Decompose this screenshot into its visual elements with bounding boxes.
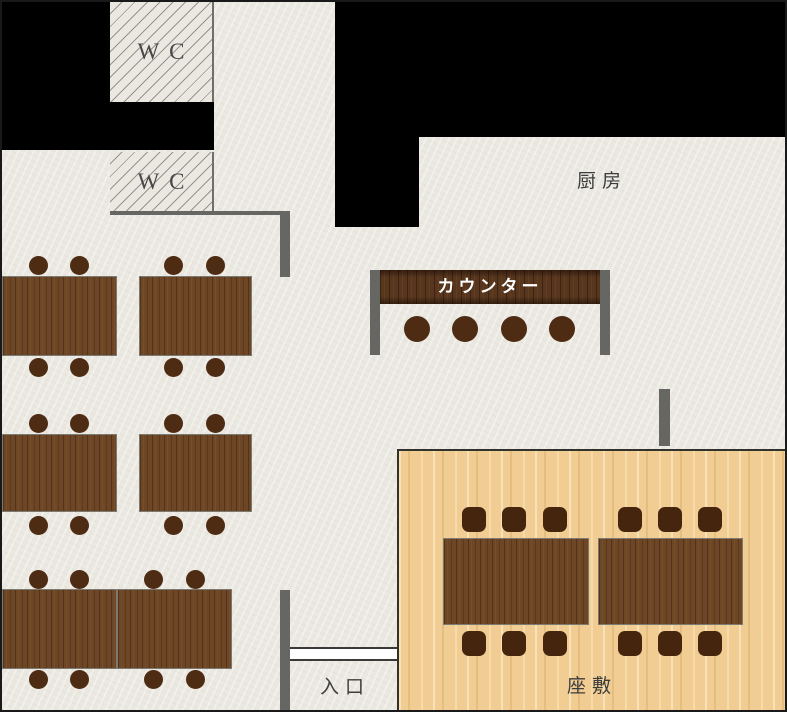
chair [164, 516, 183, 535]
tatami-room-label: 座敷 [566, 676, 617, 697]
chair [70, 256, 89, 275]
cushion [658, 631, 682, 656]
void-top-right [419, 2, 785, 137]
chair [29, 358, 48, 377]
chair [206, 256, 225, 275]
chair [186, 570, 205, 589]
chair [144, 670, 163, 689]
counter-stool [404, 316, 430, 342]
counter-stool [501, 316, 527, 342]
chair [70, 570, 89, 589]
hall-table [2, 434, 117, 512]
chair [144, 570, 163, 589]
counter-post-left [370, 270, 380, 355]
cushion [543, 507, 567, 532]
chair [186, 670, 205, 689]
chair [29, 414, 48, 433]
wc-bottom-label: WC [137, 168, 195, 194]
cushion [543, 631, 567, 656]
chair [29, 570, 48, 589]
hall-table [139, 276, 252, 356]
cushion [698, 631, 722, 656]
wall-vertical-upper [280, 211, 290, 277]
wall-vertical-entrance [280, 590, 290, 710]
wc-room-bottom: WC [110, 152, 214, 211]
chair [29, 256, 48, 275]
counter-bar: カウンター [380, 270, 600, 304]
chair [70, 358, 89, 377]
cushion [502, 631, 526, 656]
chair [206, 414, 225, 433]
chair [164, 256, 183, 275]
chair [164, 414, 183, 433]
chair [70, 670, 89, 689]
void-top-left [2, 2, 110, 150]
wc-top-label: WC [137, 39, 195, 64]
chair [70, 516, 89, 535]
counter-label: カウンター [437, 277, 543, 296]
counter-stool [549, 316, 575, 342]
cushion [462, 507, 486, 532]
hall-table [139, 434, 252, 512]
wall-vertical-right [659, 389, 670, 446]
chair [29, 670, 48, 689]
entrance-threshold-line [290, 659, 397, 661]
tatami-table [598, 538, 743, 625]
chair [206, 358, 225, 377]
cushion [698, 507, 722, 532]
counter-post-right [600, 270, 610, 355]
chair [70, 414, 89, 433]
void-between-wc [110, 102, 214, 150]
cushion [462, 631, 486, 656]
entrance-opening [290, 649, 397, 659]
entrance-label: 入口 [319, 677, 370, 698]
hall-table [2, 276, 117, 356]
void-center-column [335, 2, 419, 227]
tatami-table [443, 538, 589, 625]
chair [29, 516, 48, 535]
hall-table [117, 589, 232, 669]
cushion [658, 507, 682, 532]
cushion [502, 507, 526, 532]
wc-room-top: WC [110, 2, 214, 102]
wall-horizontal-top [110, 211, 290, 215]
entrance-threshold-line [290, 647, 397, 649]
chair [164, 358, 183, 377]
chair [206, 516, 225, 535]
kitchen-label: 厨房 [576, 171, 627, 192]
cushion [618, 631, 642, 656]
cushion [618, 507, 642, 532]
hall-table [2, 589, 117, 669]
counter-stool [452, 316, 478, 342]
